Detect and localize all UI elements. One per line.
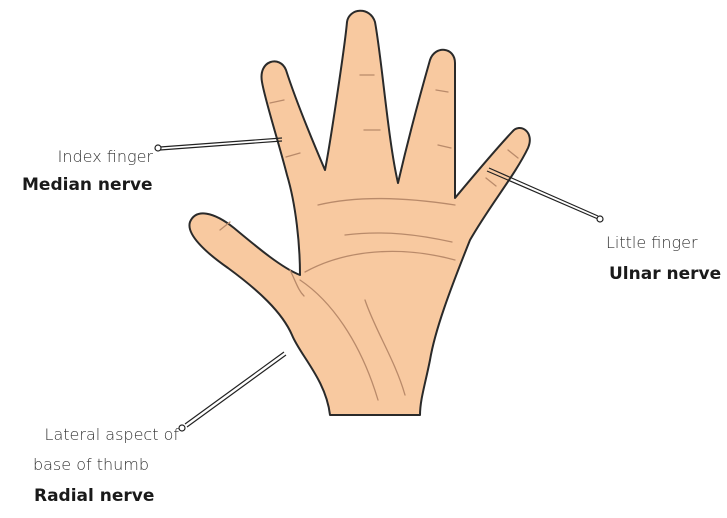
median-nerve-label: Median nerve: [22, 175, 153, 195]
leader-index: [155, 138, 282, 151]
hand-illustration: [189, 11, 529, 415]
radial-nerve-label: Radial nerve: [34, 486, 154, 506]
thumb-site-label-line2: base of thumb: [33, 455, 149, 475]
little-finger-label: Little finger: [606, 233, 698, 253]
thumb-site-label-line1: Lateral aspect of: [45, 425, 179, 445]
index-finger-label: Index finger: [58, 147, 153, 167]
leader-thumb: [179, 352, 286, 431]
ulnar-nerve-label: Ulnar nerve: [609, 264, 721, 284]
hand-outline: [189, 11, 529, 415]
